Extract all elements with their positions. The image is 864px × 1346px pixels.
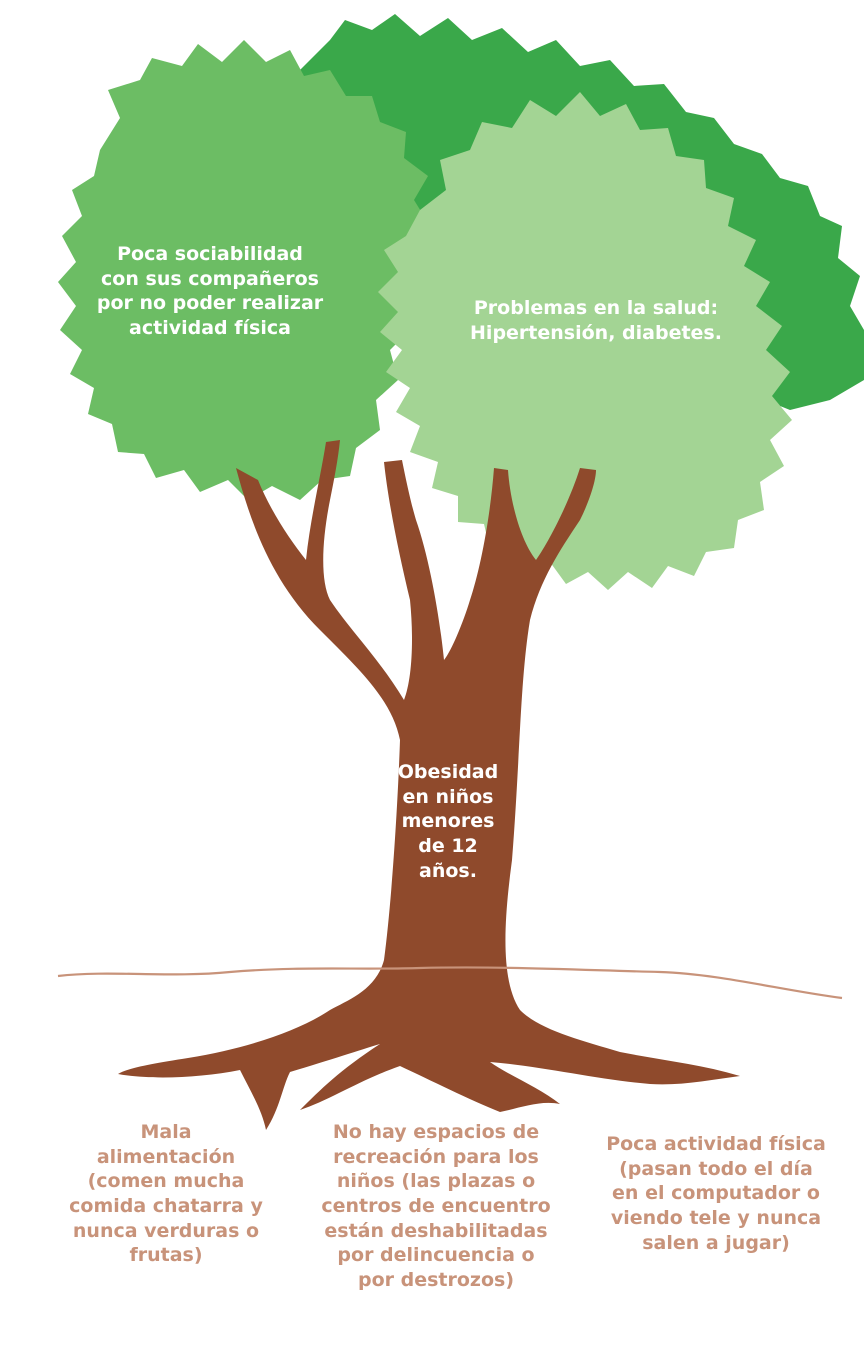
problem-text: Obesidad en niños menores de 12 años. <box>397 761 499 882</box>
effect-left-text: Poca sociabilidad con sus compañeros por… <box>96 243 324 340</box>
trunk <box>118 440 740 1130</box>
crown-left <box>58 40 430 500</box>
cause-center-text: No hay espacios de recreación para los n… <box>321 1121 551 1292</box>
cause-right-text: Poca actividad física (pasan todo el día… <box>606 1133 826 1254</box>
effect-right-text: Problemas en la salud: Hipertensión, dia… <box>470 297 722 344</box>
crown-right <box>378 92 792 590</box>
ground-line <box>57 966 843 1000</box>
cause-left-text: Mala alimentación (comen mucha comida ch… <box>69 1121 263 1267</box>
